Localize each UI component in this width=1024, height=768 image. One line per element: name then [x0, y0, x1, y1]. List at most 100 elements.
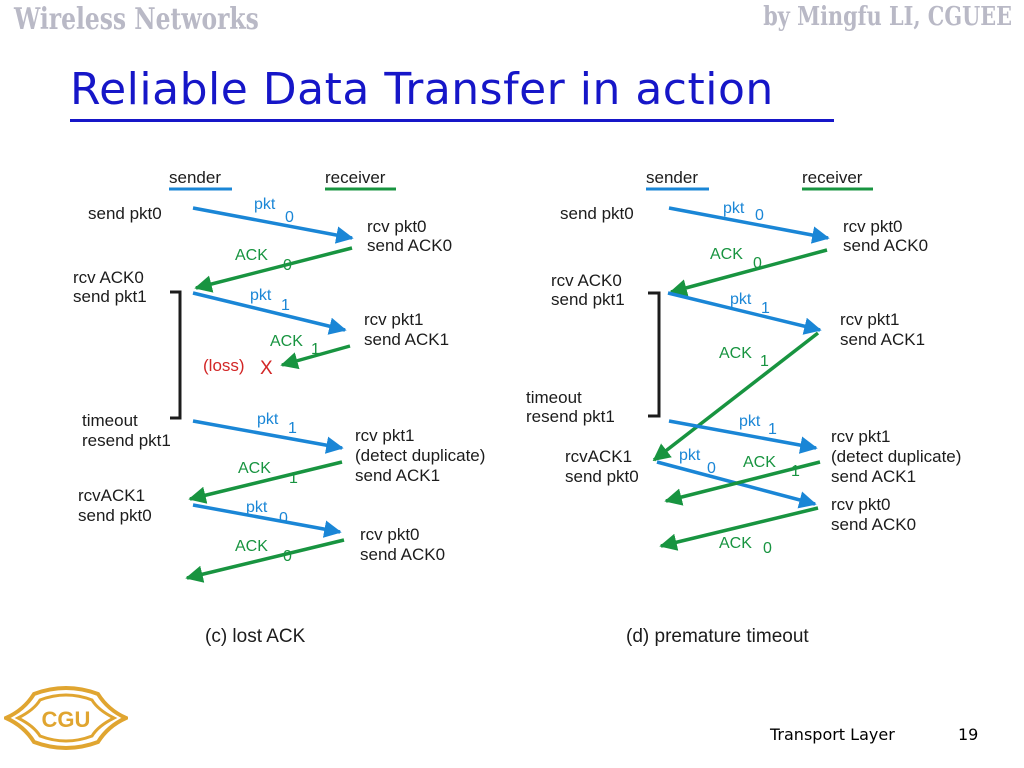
d-receiver-event: rcv pkt0: [843, 217, 903, 236]
c-msg-label: ACK: [270, 333, 303, 350]
c-receiver-label: receiver: [325, 168, 386, 187]
c-msg-label: ACK: [235, 538, 268, 555]
c-receiver-event: rcv pkt0: [367, 217, 427, 236]
c-msg-seq: 0: [283, 257, 292, 274]
c-msg-label: pkt: [246, 499, 268, 516]
d-receiver-event: rcv pkt1: [831, 427, 891, 446]
d-msg-seq: 0: [763, 540, 772, 557]
d-msg-seq: 1: [791, 463, 800, 480]
c-caption: (c) lost ACK: [205, 626, 306, 647]
c-receiver-event: send ACK1: [355, 466, 440, 485]
c-msg-seq: 1: [289, 470, 298, 487]
c-ack1-lost-arrow: [280, 344, 351, 370]
d-sender-label: sender: [646, 168, 698, 187]
d-pkt1-arrow: [667, 291, 822, 335]
d-sender-event: rcv ACK0: [551, 271, 622, 290]
d-sender-event: send pkt1: [551, 290, 625, 309]
c-timeout-bracket: [170, 290, 182, 420]
d-msg-seq: 1: [761, 300, 770, 317]
d-msg-seq: 1: [760, 353, 769, 370]
c-msg-seq: 0: [279, 510, 288, 527]
diagram-d: sender receiver send pkt0 rcv ACK0 send …: [526, 168, 961, 647]
d-ack1-delayed-arrow: [652, 331, 820, 462]
d-msg-label: pkt: [723, 200, 745, 217]
d-receiver-event: rcv pkt1: [840, 310, 900, 329]
c-sender-event: send pkt0: [78, 506, 152, 525]
page-number: 19: [958, 725, 979, 744]
c-sender-event: send pkt0: [88, 204, 162, 223]
c-pkt0-arrow: [192, 206, 354, 244]
d-msg-label: ACK: [719, 535, 752, 552]
c-sender-event: resend pkt1: [82, 431, 171, 450]
c-msg-seq: 0: [283, 548, 292, 565]
d-ack0-arrow: [669, 248, 828, 297]
c-sender-event: timeout: [82, 411, 138, 430]
c-receiver-event: (detect duplicate): [355, 446, 485, 465]
d-msg-label: ACK: [710, 246, 743, 263]
d-sender-event: send pkt0: [560, 204, 634, 223]
c-ack0-second-arrow: [185, 538, 345, 583]
d-timeout-bracket: [648, 291, 661, 418]
c-receiver-event: rcv pkt1: [364, 310, 424, 329]
d-pkt0-arrow: [668, 206, 830, 244]
d-receiver-event: send ACK0: [843, 236, 928, 255]
c-loss-x-icon: X: [260, 358, 273, 379]
d-ack1-duplicate-arrow: [664, 460, 821, 506]
c-pkt1-arrow: [192, 291, 347, 335]
c-msg-label: pkt: [254, 196, 276, 213]
c-receiver-event: send ACK1: [364, 330, 449, 349]
logo-mark: CGU: [42, 707, 91, 732]
c-ack0-arrow: [194, 246, 353, 293]
header-author: by Mingfu LI, CGUEE: [763, 2, 1012, 32]
title-underline: [70, 119, 834, 122]
d-ack0-second-arrow: [659, 506, 819, 551]
c-receiver-event: rcv pkt0: [360, 525, 420, 544]
d-sender-event: rcvACK1: [565, 447, 632, 466]
d-sender-event: timeout: [526, 388, 582, 407]
c-msg-seq: 0: [285, 209, 294, 226]
d-receiver-label: receiver: [802, 168, 863, 187]
c-receiver-event: rcv pkt1: [355, 426, 415, 445]
d-msg-label: ACK: [719, 345, 752, 362]
c-msg-label: pkt: [250, 287, 272, 304]
d-receiver-event: send ACK0: [831, 515, 916, 534]
c-loss-label: (loss): [203, 356, 245, 375]
c-msg-seq: 1: [288, 420, 297, 437]
d-msg-label: pkt: [679, 447, 701, 464]
c-msg-label: ACK: [235, 247, 268, 264]
footer-section: Transport Layer: [770, 725, 895, 744]
d-msg-seq: 0: [753, 255, 762, 272]
c-pkt0-second-arrow: [192, 503, 342, 538]
d-pkt1-resend-arrow: [668, 419, 818, 454]
header-course-title: Wireless Networks: [14, 2, 259, 37]
slide-title: Reliable Data Transfer in action: [70, 64, 774, 115]
c-sender-event: send pkt1: [73, 287, 147, 306]
c-pkt1-resend-arrow: [192, 419, 344, 454]
c-receiver-event: send ACK0: [360, 545, 445, 564]
c-msg-seq: 1: [311, 341, 320, 358]
c-msg-seq: 1: [281, 297, 290, 314]
d-sender-event: resend pkt1: [526, 407, 615, 426]
d-receiver-event: (detect duplicate): [831, 447, 961, 466]
d-caption: (d) premature timeout: [626, 626, 809, 647]
d-msg-label: pkt: [730, 291, 752, 308]
c-sender-event: rcv ACK0: [73, 268, 144, 287]
d-msg-label: ACK: [743, 454, 776, 471]
c-sender-event: rcvACK1: [78, 486, 145, 505]
d-msg-seq: 0: [707, 460, 716, 477]
d-receiver-event: rcv pkt0: [831, 495, 891, 514]
c-ack1-arrow: [188, 460, 343, 504]
university-logo-icon: CGU: [4, 686, 128, 750]
c-receiver-event: send ACK0: [367, 236, 452, 255]
d-msg-seq: 1: [768, 421, 777, 438]
c-msg-label: ACK: [238, 460, 271, 477]
d-receiver-event: send ACK1: [840, 330, 925, 349]
d-receiver-event: send ACK1: [831, 467, 916, 486]
d-msg-label: pkt: [739, 413, 761, 430]
diagram-c: sender receiver send pkt0 rcv ACK0 send …: [73, 168, 485, 647]
c-sender-label: sender: [169, 168, 221, 187]
d-msg-seq: 0: [755, 207, 764, 224]
c-msg-label: pkt: [257, 411, 279, 428]
d-sender-event: send pkt0: [565, 467, 639, 486]
